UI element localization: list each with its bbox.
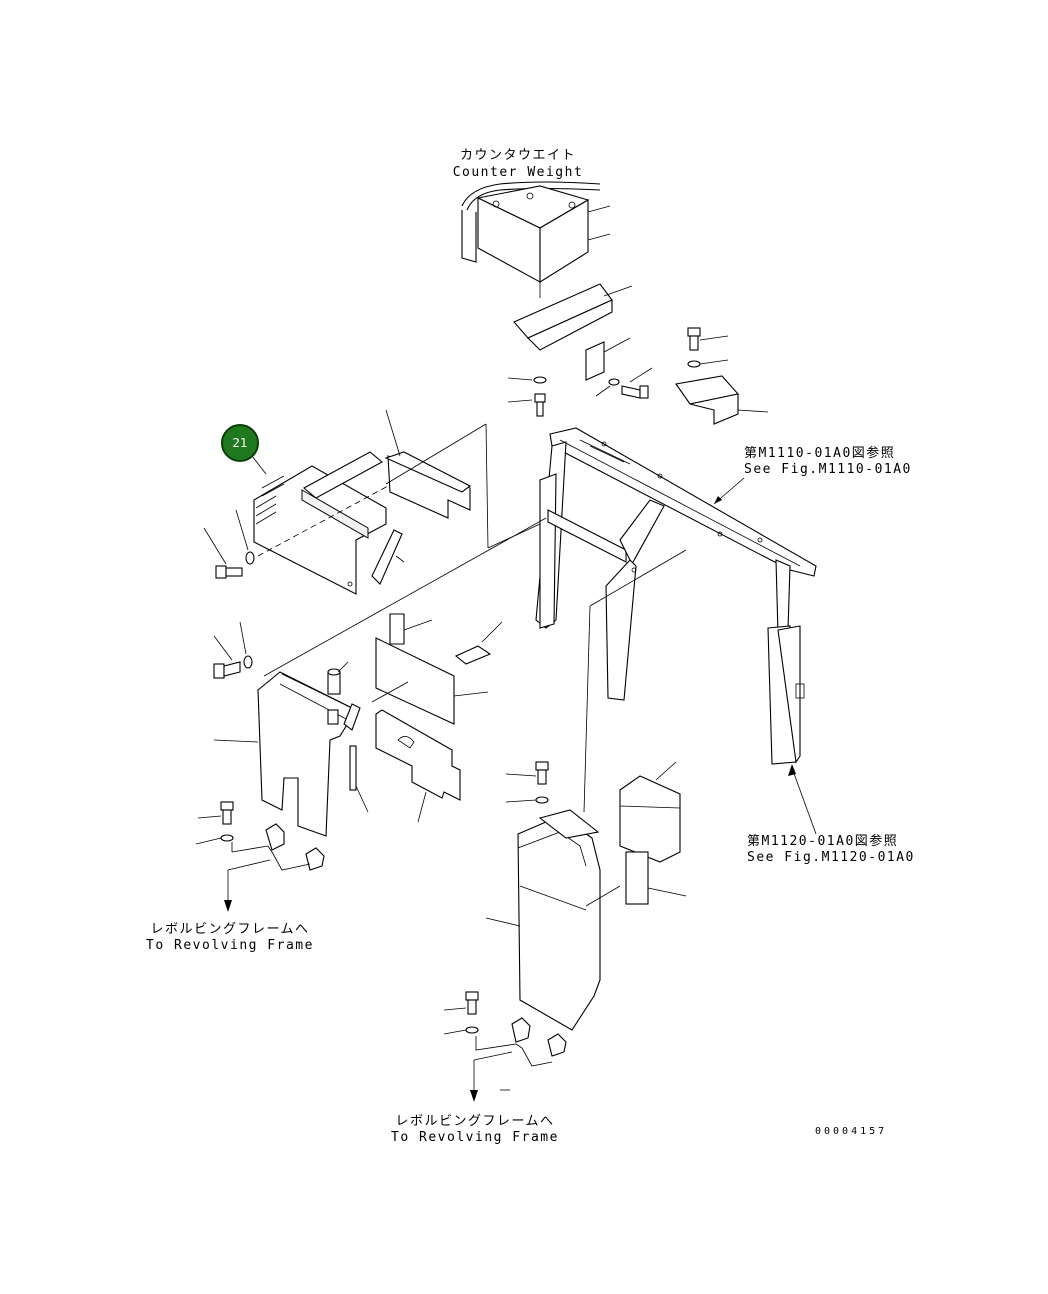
bolt-group-21 [203, 485, 389, 579]
bolt-group-top [507, 327, 729, 417]
center-insulation [619, 761, 687, 905]
revolving-frame-bottom-label-en: To Revolving Frame [391, 1130, 559, 1145]
bolt-group-left-mid [213, 621, 253, 679]
counterweight-bracket [513, 283, 633, 381]
reference-lines [263, 423, 687, 813]
bolt-group-center [505, 761, 549, 804]
fig-m1110-label-jp: 第M1110-01A0図参照 [744, 446, 896, 461]
revolving-frame-bottom-label-jp: レボルビングフレームへ [395, 1114, 555, 1129]
lower-center-cover [485, 809, 621, 1031]
bolt-group-bottom [443, 991, 567, 1102]
counter-weight [461, 181, 611, 298]
fig-m1120-label-en: See Fig.M1120-01A0 [747, 850, 915, 865]
bolt-group-left-bottom [195, 801, 325, 912]
fig-m1110-label-en: See Fig.M1110-01A0 [744, 462, 912, 477]
part-callout-number: 21 [232, 436, 248, 450]
upper-left-cover [251, 409, 472, 595]
counter-weight-label-jp: カウンタウエイト [459, 148, 576, 163]
fig-m1120-label-jp: 第M1120-01A0図参照 [747, 834, 899, 849]
revolving-frame-left-label-jp: レボルビングフレームへ [150, 922, 310, 937]
counter-weight-label-en: Counter Weight [452, 165, 584, 180]
lower-left-cover [213, 661, 369, 837]
main-frame [535, 427, 817, 765]
revolving-frame-left-label-en: To Revolving Frame [146, 938, 314, 953]
insulation-panels-left [371, 613, 503, 823]
top-right-bracket [675, 375, 769, 425]
drawing-code: 00004157 [815, 1126, 888, 1137]
part-callout-21[interactable]: 21 [221, 424, 259, 462]
